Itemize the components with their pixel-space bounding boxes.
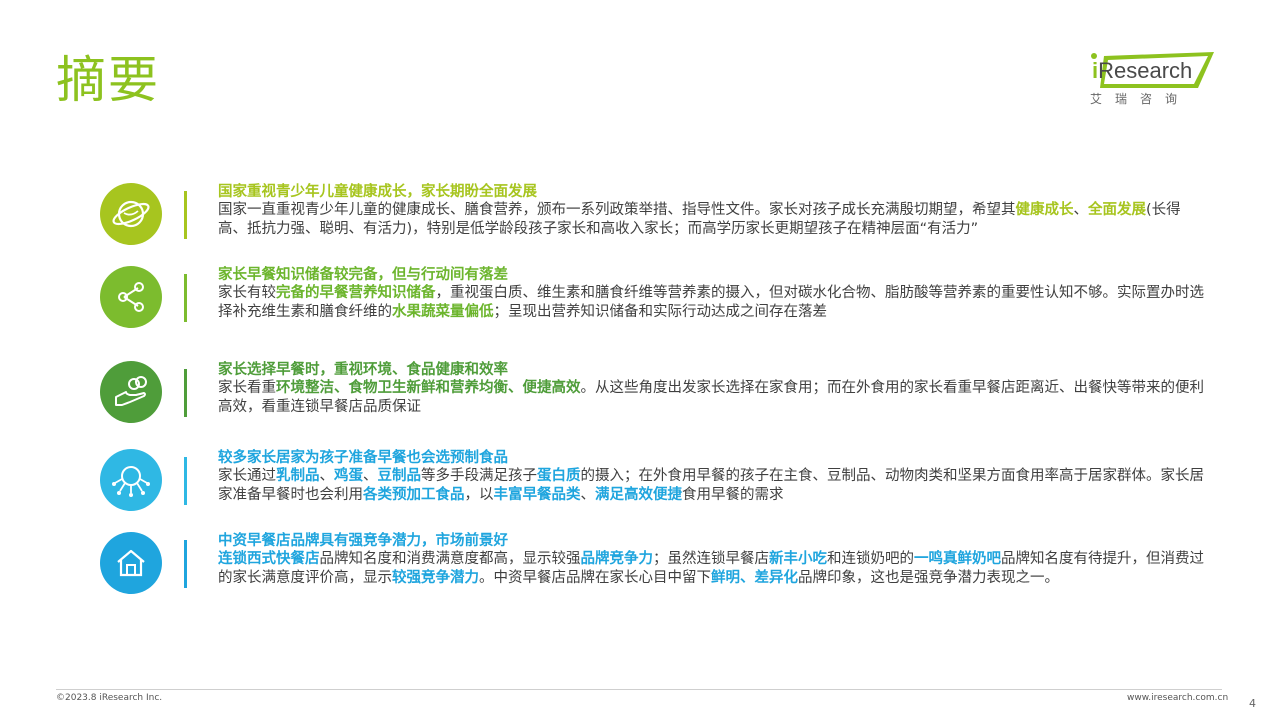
summary-body: 家长通过乳制品、鸡蛋、豆制品等多手段满足孩子蛋白质的摄入；在外食用早餐的孩子在主… [218, 467, 1208, 505]
footer-divider [56, 689, 1222, 690]
footer-copyright: ©2023.8 iResearch Inc. [56, 693, 163, 703]
body-text: ；虽然连锁早餐店 [653, 551, 769, 567]
summary-item-4: 较多家长居家为孩子准备早餐也会选预制食品 家长通过乳制品、鸡蛋、豆制品等多手段满… [100, 449, 1210, 519]
network-icon [100, 449, 162, 511]
body-text: 、 [580, 487, 596, 503]
highlight-text: 蛋白质 [537, 468, 581, 484]
highlight-text: 鸡蛋 [334, 468, 363, 484]
summary-heading: 家长选择早餐时，重视环境、食品健康和效率 [218, 362, 508, 378]
summary-heading: 中资早餐店品牌具有强竞争潜力，市场前景好 [218, 533, 508, 549]
body-text: 等多手段满足孩子 [421, 468, 537, 484]
body-text: 家长通过 [218, 468, 276, 484]
logo-swoosh-icon [1091, 52, 1214, 88]
summary-text: 家长早餐知识储备较完备，但与行动间有落差 家长有较完备的早餐营养知识储备，重视蛋… [218, 266, 1208, 322]
body-text: 品牌印象，这也是强竞争潜力表现之一。 [798, 570, 1059, 586]
body-text: 和连锁奶吧的 [827, 551, 914, 567]
body-text: 食用早餐的需求 [682, 487, 784, 503]
highlight-text: 新丰小吃 [769, 551, 827, 567]
summary-body: 家长有较完备的早餐营养知识储备，重视蛋白质、维生素和膳食纤维等营养素的摄入，但对… [218, 284, 1208, 322]
page-number: 4 [1249, 697, 1256, 710]
body-text: ，重视蛋白质、维生素和膳食纤维等营养素的摄入，但对碳水化合物、脂肪酸等营养素的重… [218, 285, 1204, 320]
highlight-text: 连锁西式快餐店 [218, 551, 320, 567]
body-text: 家长有较 [218, 285, 276, 301]
summary-text: 国家重视青少年儿童健康成长，家长期盼全面发展 国家一直重视青少年儿童的健康成长、… [218, 183, 1208, 239]
highlight-text: 鲜明、差异化 [711, 570, 798, 586]
logo-subtitle: 艾瑞咨询 [1090, 92, 1191, 106]
body-text: 。中资早餐店品牌在家长心目中留下 [479, 570, 711, 586]
summary-heading: 家长早餐知识储备较完备，但与行动间有落差 [218, 267, 508, 283]
hand-coins-icon [100, 361, 162, 423]
body-text: 家长看重 [218, 380, 276, 396]
highlight-text: 全面发展 [1088, 202, 1146, 218]
body-text: 的摄入；在外食用早餐的孩子在主食、豆制品、动物肉类和坚果方面食用率高于居家群体。… [218, 468, 1204, 503]
accent-bar [184, 540, 187, 588]
summary-item-3: 家长选择早餐时，重视环境、食品健康和效率 家长看重环境整洁、食物卫生新鲜和营养均… [100, 361, 1210, 431]
logo-wordmark: iResearch [1092, 58, 1192, 84]
planet-icon [100, 183, 162, 245]
summary-text: 较多家长居家为孩子准备早餐也会选预制食品 家长通过乳制品、鸡蛋、豆制品等多手段满… [218, 449, 1208, 505]
highlight-text: 各类预加工食品 [363, 487, 465, 503]
summary-body: 国家一直重视青少年儿童的健康成长、膳食营养，颁布一系列政策举措、指导性文件。家长… [218, 201, 1208, 239]
highlight-text: 品牌竞争力 [580, 551, 654, 567]
highlight-text: 水果蔬菜量偏低 [392, 304, 494, 320]
summary-heading: 较多家长居家为孩子准备早餐也会选预制食品 [218, 450, 508, 466]
accent-bar [184, 274, 187, 322]
highlight-text: 健康成长 [1015, 202, 1074, 218]
highlight-text: 完备的早餐营养知识储备 [276, 285, 436, 301]
share-icon [100, 266, 162, 328]
accent-bar [184, 369, 187, 417]
footer-url: www.iresearch.com.cn [1127, 693, 1229, 703]
highlight-text: 较强竞争潜力 [392, 570, 479, 586]
summary-item-1: 国家重视青少年儿童健康成长，家长期盼全面发展 国家一直重视青少年儿童的健康成长、… [100, 183, 1210, 253]
summary-item-2: 家长早餐知识储备较完备，但与行动间有落差 家长有较完备的早餐营养知识储备，重视蛋… [100, 266, 1210, 336]
body-text: 、 [1073, 202, 1089, 218]
body-text: 品牌知名度有待提升，但消费过的家长满意度评价高，显示 [218, 551, 1204, 586]
body-text: ，以 [464, 487, 494, 503]
summary-item-5: 中资早餐店品牌具有强竞争潜力，市场前景好 连锁西式快餐店品牌知名度和消费满意度都… [100, 532, 1210, 602]
summary-heading: 国家重视青少年儿童健康成长，家长期盼全面发展 [218, 184, 537, 200]
highlight-text: 一鸣真鲜奶吧 [914, 551, 1001, 567]
highlight-text: 乳制品 [276, 468, 320, 484]
logo-i: i [1092, 58, 1099, 83]
body-text: 国家一直重视青少年儿童的健康成长、膳食营养，颁布一系列政策举措、指导性文件。家长… [218, 202, 1016, 218]
body-text: 品牌知名度和消费满意度都高，显示较强 [319, 551, 581, 567]
accent-bar [184, 457, 187, 505]
summary-text: 家长选择早餐时，重视环境、食品健康和效率 家长看重环境整洁、食物卫生新鲜和营养均… [218, 361, 1208, 417]
page-title: 摘要 [56, 51, 160, 109]
summary-body: 家长看重环境整洁、食物卫生新鲜和营养均衡、便捷高效。从这些角度出发家长选择在家食… [218, 379, 1208, 417]
accent-bar [184, 191, 187, 239]
body-text: 、 [363, 468, 378, 484]
logo-brand: Research [1098, 58, 1193, 83]
body-text: 。从这些角度出发家长选择在家食用；而在外食用的家长看重早餐店距离近、出餐快等带来… [218, 380, 1204, 415]
summary-text: 中资早餐店品牌具有强竞争潜力，市场前景好 连锁西式快餐店品牌知名度和消费满意度都… [218, 532, 1208, 588]
body-text: (长得高、抵抗力强、聪明、有活力)，特别是低学龄段孩子家长和高收入家长；而高学历… [218, 202, 1181, 237]
highlight-text: 环境整洁、食物卫生新鲜和营养均衡、便捷高效 [276, 380, 581, 396]
body-text: ；呈现出营养知识储备和实际行动达成之间存在落差 [493, 304, 828, 320]
house-icon [100, 532, 162, 594]
body-text: 、 [319, 468, 335, 484]
iresearch-logo: iResearch 艾瑞咨询 [1086, 50, 1218, 112]
highlight-text: 满足高效便捷 [595, 487, 682, 503]
highlight-text: 豆制品 [377, 468, 422, 484]
summary-body: 连锁西式快餐店品牌知名度和消费满意度都高，显示较强品牌竞争力；虽然连锁早餐店新丰… [218, 550, 1208, 588]
highlight-text: 丰富早餐品类 [493, 487, 581, 503]
